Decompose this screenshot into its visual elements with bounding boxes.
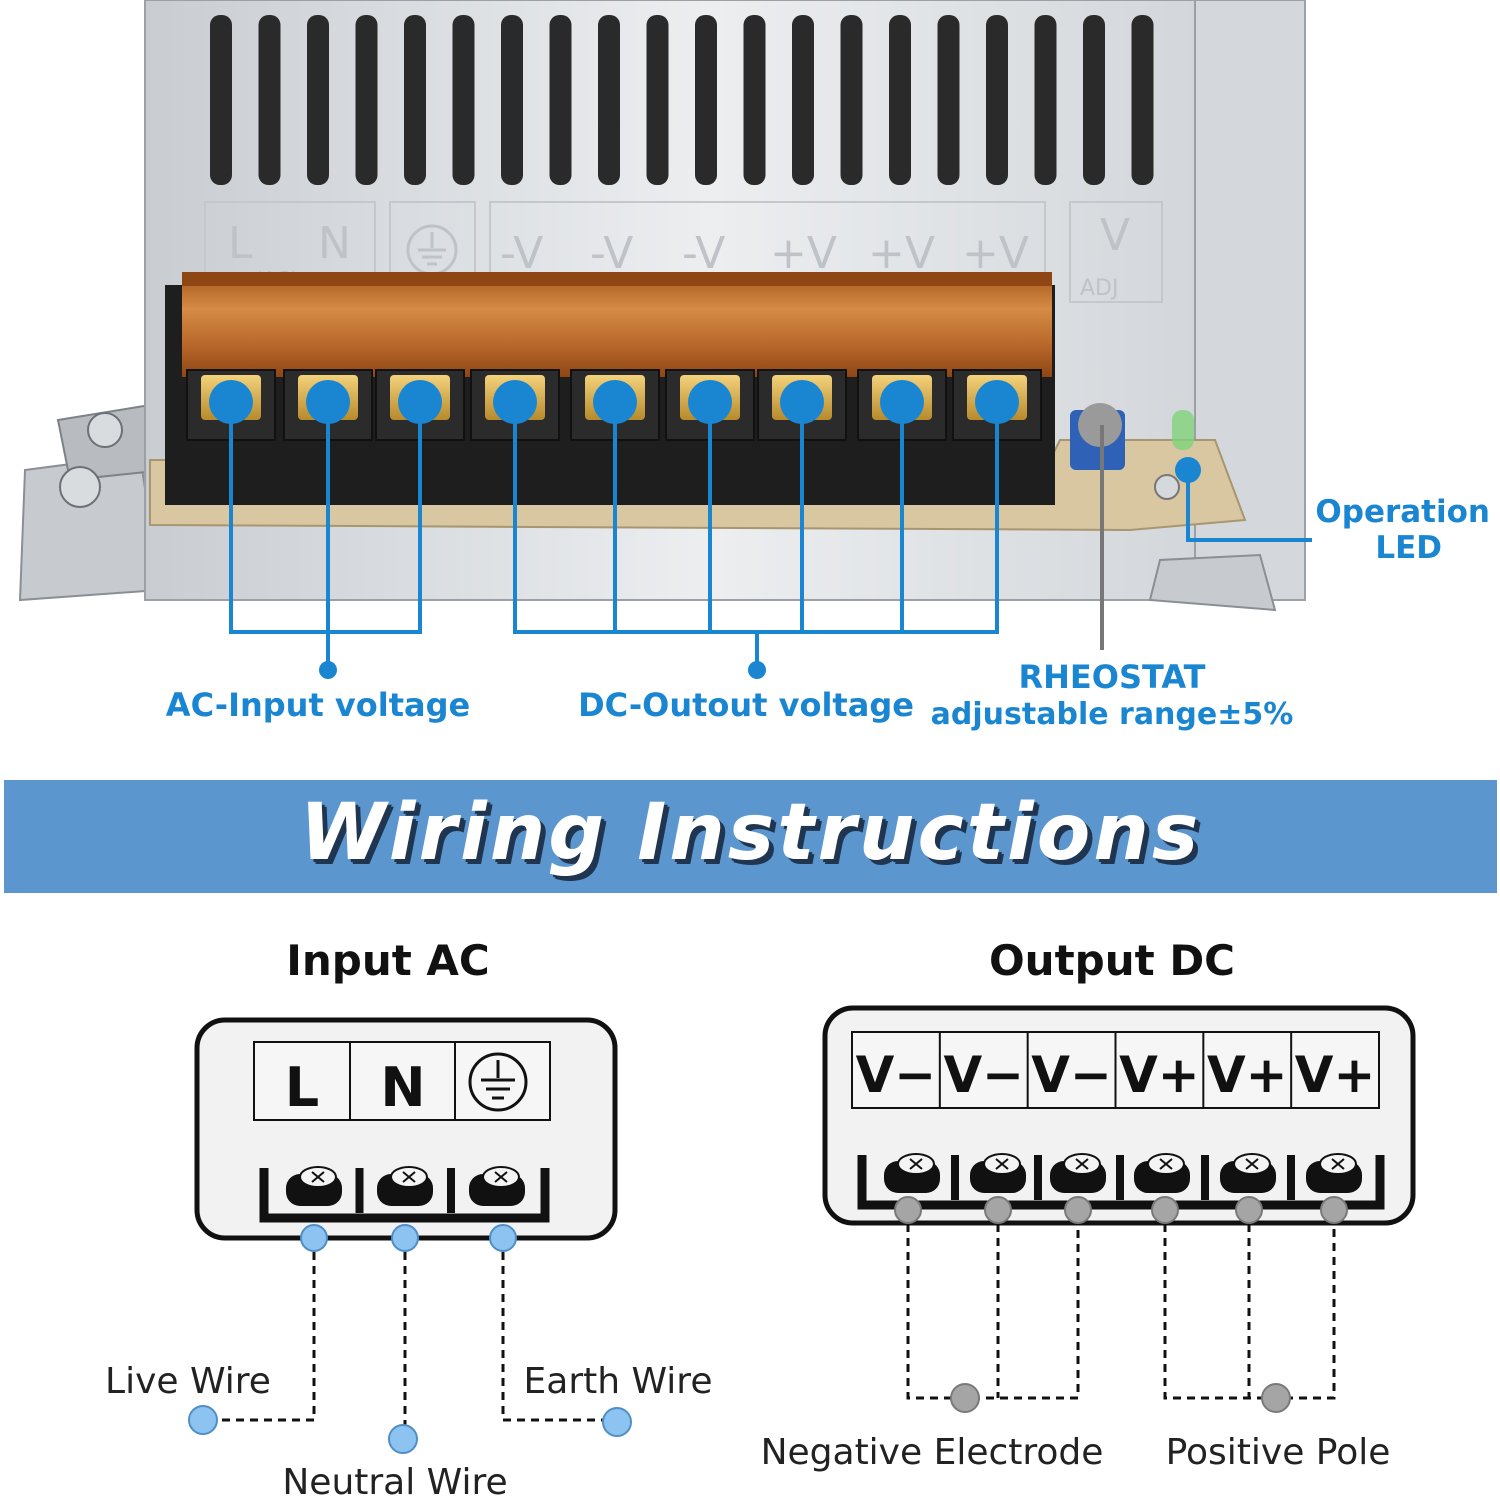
screw-slot-icon: [402, 1171, 416, 1183]
vent-slot: [501, 15, 523, 185]
earth-wire-label: Earth Wire: [524, 1361, 713, 1402]
panel-label-adj-v: V: [1100, 210, 1130, 261]
screw-slot-icon: [311, 1171, 325, 1183]
live-wire-end-dot: [188, 1405, 218, 1435]
panel-label-l: L: [228, 218, 253, 269]
output-dc-label-strip: V−V−V−V+V+V+: [851, 1031, 1380, 1109]
terminal-base: [259, 1168, 550, 1223]
vent-slot: [549, 15, 572, 185]
screw-slot-icon: [1331, 1158, 1345, 1170]
rheostat-title: RHEOSTAT: [1019, 658, 1206, 696]
negative-electrode-dot: [950, 1383, 980, 1413]
vent-slot: [840, 15, 863, 185]
input-ac-screw-terminals: [259, 1166, 550, 1223]
panel-label-dc-1: -V: [500, 228, 543, 279]
panel-label-dc-3: -V: [682, 228, 725, 279]
led-label-line1: Operation: [1315, 494, 1490, 530]
vent-slot: [1034, 15, 1057, 185]
vent-slot: [452, 15, 475, 185]
output-dc-wires: [906, 1210, 1336, 1400]
positive-pole-label: Positive Pole: [1166, 1432, 1391, 1473]
vent-slot: [695, 15, 717, 185]
screw-slot-icon: [1075, 1158, 1089, 1170]
vent-slot: [355, 15, 378, 185]
input-ac-wires: [205, 1238, 618, 1437]
right-mount-bracket: [1148, 553, 1277, 612]
vent-slot: [1083, 15, 1105, 185]
power-supply-photo: L N (AC) -V -V -V +V +V +V V ADJ: [0, 0, 1500, 745]
screw-slot-icon: [995, 1158, 1009, 1170]
callout-lines: [229, 402, 1312, 670]
vent-slot: [598, 15, 620, 185]
vent-slot: [404, 15, 426, 185]
wiring-diagrams: Input AC L N Output DC V−V−V−V+V+V+: [105, 936, 1416, 1500]
left-mount-bracket: [18, 403, 167, 602]
led-callout-dot: [1175, 457, 1201, 483]
neutral-wire-label: Neutral Wire: [282, 1462, 507, 1500]
panel-labels: L N (AC) -V -V -V +V +V +V V ADJ: [228, 210, 1130, 301]
vent-slot: [889, 15, 911, 185]
panel-label-n: N: [318, 218, 351, 269]
dc-output-label: DC-Outout voltage: [578, 686, 914, 724]
vent-slot: [743, 15, 766, 185]
title-banner: Wiring Instructions: [4, 780, 1497, 893]
operation-led: [1154, 410, 1194, 500]
rheostat-range: adjustable range±5%: [931, 697, 1294, 732]
screw-slot-icon: [909, 1158, 923, 1170]
earth-wire-end-dot: [602, 1407, 632, 1437]
vent-slot: [792, 15, 814, 185]
input-ac-title: Input AC: [286, 936, 490, 985]
neutral-wire-end-dot: [388, 1424, 418, 1454]
panel-label-adj: ADJ: [1080, 276, 1118, 301]
input-ac-wire-dots: [188, 1224, 632, 1454]
screw-slot-icon: [1245, 1158, 1259, 1170]
positive-pole-dot: [1261, 1383, 1291, 1413]
output-dc-terminal-label: V−: [1031, 1046, 1112, 1104]
panel-label-dc-4: +V: [770, 228, 837, 279]
dc-callout-dot: [748, 661, 766, 679]
vent-slot: [1131, 15, 1154, 185]
output-dc-terminal-label: V+: [1119, 1046, 1200, 1104]
input-ac-label-strip: L N: [253, 1041, 551, 1121]
panel-label-dc-6: +V: [962, 228, 1029, 279]
output-dc-terminal-label: V+: [1207, 1046, 1288, 1104]
vent-slot: [937, 15, 960, 185]
output-dc-terminal-label: V−: [943, 1046, 1024, 1104]
banner-title: Wiring Instructions: [299, 788, 1202, 878]
input-ac-terminal-l: L: [285, 1056, 319, 1119]
output-dc-terminal-label: V−: [856, 1046, 937, 1104]
input-ac-terminal-n: N: [380, 1056, 425, 1119]
negative-electrode-label: Negative Electrode: [761, 1432, 1104, 1473]
earth-ground-icon: [468, 1052, 528, 1112]
output-dc-wire-dots: [894, 1196, 1348, 1413]
terminal-base: [857, 1155, 1385, 1210]
screw-slot-icon: [494, 1171, 508, 1183]
rheostat: [1070, 403, 1125, 470]
led-label-line2: LED: [1375, 530, 1442, 566]
output-dc-title: Output DC: [989, 936, 1235, 985]
output-dc-screw-terminals: [857, 1153, 1385, 1210]
live-wire-label: Live Wire: [105, 1361, 271, 1402]
panel-label-dc-2: -V: [590, 228, 633, 279]
ac-callout-dot: [319, 661, 337, 679]
vent-slot: [210, 15, 232, 185]
vent-slot: [258, 15, 281, 185]
panel-label-dc-5: +V: [868, 228, 935, 279]
vent-slot: [307, 15, 329, 185]
vent-slot: [986, 15, 1008, 185]
vent-slot: [646, 15, 669, 185]
output-dc-terminal-label: V+: [1295, 1046, 1376, 1104]
vent-slots: [210, 15, 1154, 185]
screw-slot-icon: [1159, 1158, 1173, 1170]
ac-input-label: AC-Input voltage: [166, 686, 470, 724]
